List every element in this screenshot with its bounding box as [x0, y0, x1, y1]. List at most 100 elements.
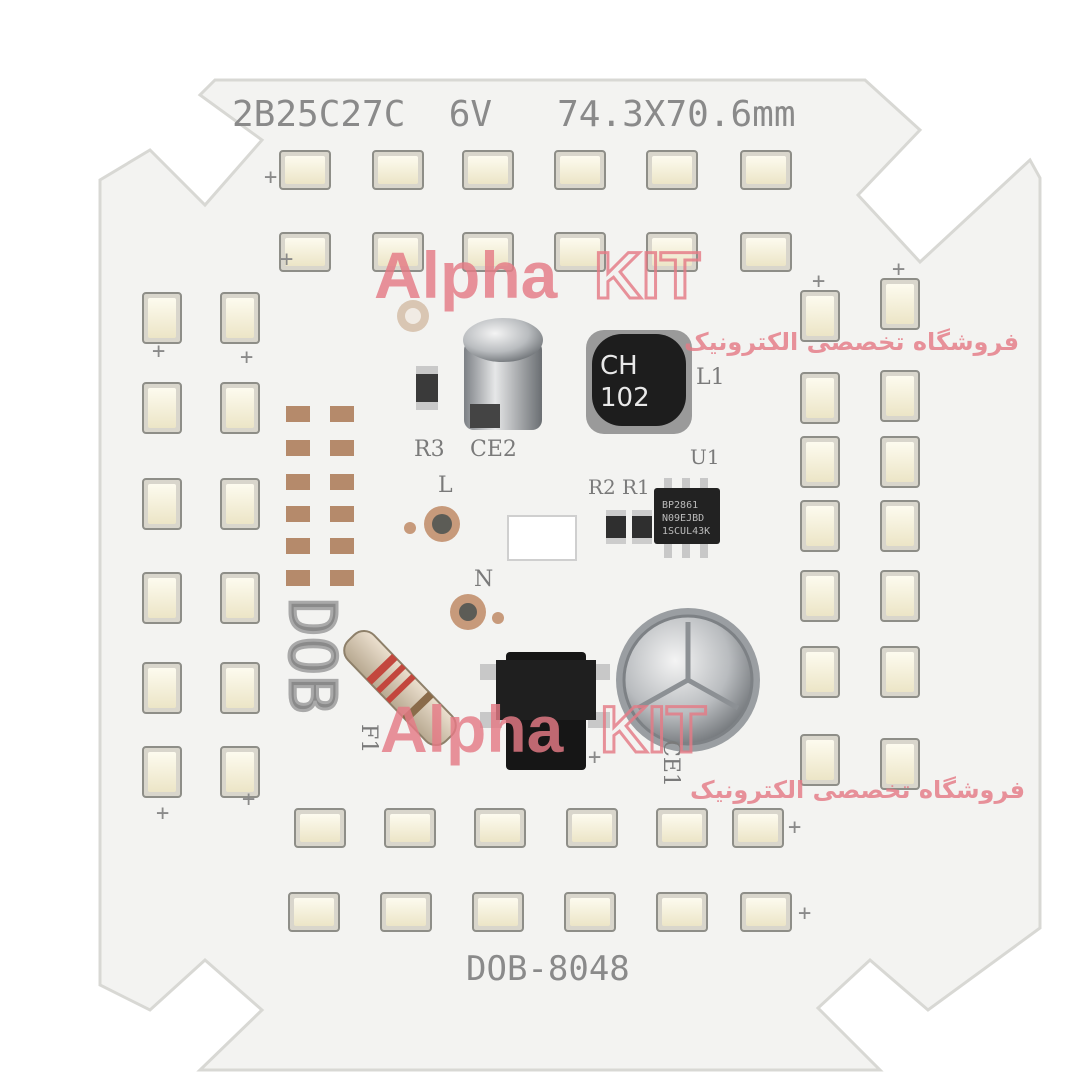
- led-columns-right: [800, 278, 920, 790]
- smd-led: [220, 662, 260, 714]
- plus-mark: +: [156, 801, 169, 826]
- smd-led: [800, 500, 840, 552]
- watermark-brand-kit: KIT: [594, 238, 700, 312]
- board-window: [507, 515, 577, 561]
- dob-logo: DOB: [274, 598, 348, 714]
- smd-led: [372, 150, 424, 190]
- smd-led: [740, 232, 792, 272]
- label-line: L: [438, 473, 453, 498]
- watermark-tagline: فروشگاه تخصصی الکترونیک: [690, 776, 1025, 804]
- label-ce1: CE1: [658, 740, 683, 787]
- mounting-hole-center: [405, 308, 421, 324]
- smd-led: [220, 746, 260, 798]
- smd-led: [142, 572, 182, 624]
- terminal-l-core: [432, 514, 452, 534]
- terminal-n-via: [492, 612, 504, 624]
- board-spec-label: 2B25C27C 6V 74.3X70.6mm: [232, 94, 796, 135]
- plus-mark: +: [280, 247, 293, 272]
- watermark-brand-alpha: Alpha: [380, 692, 565, 766]
- smd-led: [800, 734, 840, 786]
- watermark-top: Alpha KIT فروشگاه تخصصی الکترونیک: [374, 237, 1019, 357]
- watermark-bottom: Alpha KIT فروشگاه تخصصی الکترونیک: [380, 691, 1025, 805]
- plus-mark: +: [812, 269, 825, 294]
- label-u1: U1: [690, 445, 720, 469]
- smd-led: [880, 646, 920, 698]
- resistor-r1: [632, 510, 652, 544]
- terminal-n-core: [459, 603, 477, 621]
- smd-led: [142, 478, 182, 530]
- smd-led: [380, 892, 432, 932]
- smd-led: [220, 382, 260, 434]
- bridge-rectifier: [480, 652, 610, 770]
- smd-led: [566, 808, 618, 848]
- plus-mark: +: [264, 165, 277, 190]
- smd-led: [142, 746, 182, 798]
- smd-led: [800, 646, 840, 698]
- smd-led: [656, 892, 708, 932]
- smd-led: [800, 372, 840, 424]
- smd-led: [554, 232, 606, 272]
- ic-u1: BP2861 N09EJBD 1SCUL43K: [654, 478, 720, 558]
- plus-mark: +: [242, 787, 255, 812]
- smd-led: [462, 150, 514, 190]
- led-row-top-1: [279, 150, 792, 190]
- copper-pad-array: [286, 406, 354, 586]
- smd-led: [220, 478, 260, 530]
- label-fuse: F1: [356, 724, 381, 753]
- inductor-marking-1: CH: [600, 351, 638, 381]
- smd-led: [372, 232, 424, 272]
- smd-led: [279, 150, 331, 190]
- watermark-brand-alpha: Alpha: [374, 238, 559, 312]
- smd-led: [740, 892, 792, 932]
- smd-led: [294, 808, 346, 848]
- smd-led: [384, 808, 436, 848]
- smd-led: [279, 232, 331, 272]
- smd-led: [554, 150, 606, 190]
- capacitor-ce1: [616, 608, 760, 752]
- led-row-bottom-2: [288, 892, 792, 932]
- watermark-brand-kit: KIT: [600, 692, 706, 766]
- smd-led: [800, 436, 840, 488]
- plus-mark: +: [892, 257, 905, 282]
- smd-led: [646, 150, 698, 190]
- resistor-r2: [606, 510, 626, 544]
- label-ce2: CE2: [470, 437, 517, 462]
- plus-mark: +: [588, 745, 601, 770]
- smd-led: [880, 278, 920, 330]
- smd-led: [656, 808, 708, 848]
- watermark-tagline: فروشگاه تخصصی الکترونیک: [684, 328, 1019, 356]
- resistor-r3: [416, 366, 438, 410]
- smd-led: [880, 370, 920, 422]
- smd-led: [740, 150, 792, 190]
- plus-mark: +: [240, 345, 253, 370]
- smd-led: [220, 572, 260, 624]
- inductor-marking-2: 102: [600, 383, 650, 413]
- smd-led: [472, 892, 524, 932]
- label-r3: R3: [414, 437, 445, 462]
- label-neutral: N: [474, 567, 493, 592]
- plus-mark: +: [152, 339, 165, 364]
- smd-led: [880, 436, 920, 488]
- plus-mark: +: [788, 815, 801, 840]
- smd-led: [564, 892, 616, 932]
- smd-led: [880, 500, 920, 552]
- label-l1: L1: [696, 365, 725, 390]
- fuse-f1: [343, 629, 457, 747]
- smd-led: [474, 808, 526, 848]
- led-columns-left: [142, 292, 260, 798]
- led-row-bottom-1: [294, 808, 784, 848]
- capacitor-ce2: [463, 318, 543, 430]
- smd-led: [880, 738, 920, 790]
- smd-led: [462, 232, 514, 272]
- smd-led: [732, 808, 784, 848]
- part-number-label: DOB-8048: [466, 949, 630, 989]
- plus-mark: +: [798, 901, 811, 926]
- smd-led: [800, 570, 840, 622]
- ic-marking-1: BP2861: [662, 500, 698, 511]
- smd-led: [142, 292, 182, 344]
- terminal-l-via: [404, 522, 416, 534]
- ic-marking-2: N09EJBD: [662, 513, 704, 524]
- inductor-l1: CH 102: [586, 330, 692, 434]
